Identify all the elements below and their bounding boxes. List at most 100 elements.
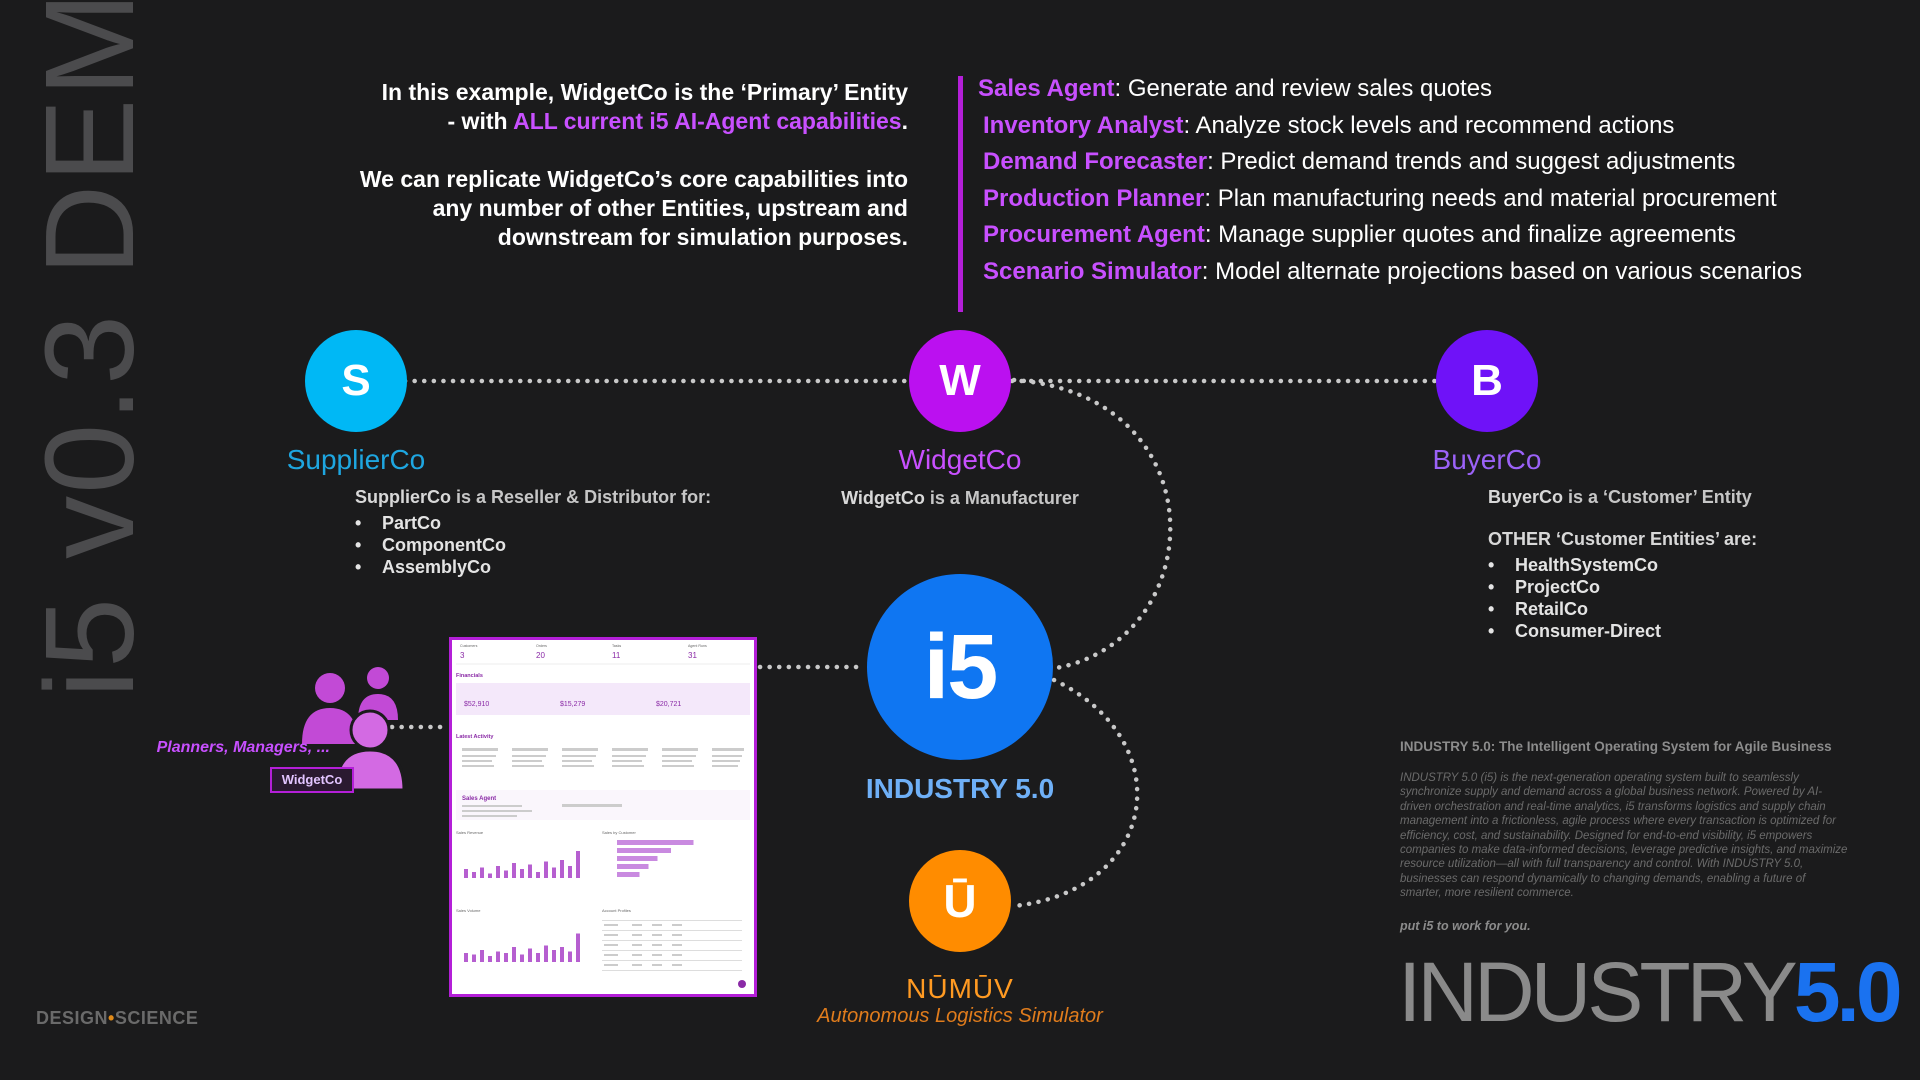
dash-bar (528, 864, 532, 878)
dash-bar (568, 866, 572, 878)
intro-text: In this example, WidgetCo is the ‘Primar… (348, 78, 908, 252)
dash-stat-label: Agent Runs (688, 644, 707, 648)
widget-node[interactable]: W (909, 330, 1011, 432)
dash-financial-value: $20,721 (656, 701, 681, 708)
info-body: INDUSTRY 5.0 (i5) is the next-generation… (1400, 772, 1848, 900)
info-title: INDUSTRY 5.0: The Intelligent Operating … (1400, 739, 1832, 754)
vertical-demo-title: i5 v0.3 DEMO (19, 0, 160, 698)
dash-bar (576, 851, 580, 878)
dash-stat-value: 11 (612, 651, 621, 660)
brand-part2: SCIENCE (114, 1008, 199, 1028)
agent-name: Scenario Simulator (983, 257, 1202, 285)
dash-bar (552, 867, 556, 878)
i5-label: INDUSTRY 5.0 (865, 773, 1055, 804)
info-tagline: put i5 to work for you. (1400, 919, 1531, 933)
dash-bar (617, 872, 640, 877)
agent-capabilities-list: Sales Agent: Generate and review sales q… (978, 71, 1918, 291)
dash-bar (480, 950, 484, 962)
dash-bar (560, 860, 564, 878)
agent-desc: : Generate and review sales quotes (1114, 75, 1493, 102)
dash-bar (520, 954, 524, 962)
list-item: ProjectCo (1488, 576, 1888, 598)
numuv-node[interactable]: Ū (909, 850, 1011, 952)
dash-bar (496, 951, 500, 962)
brand-dot: • (108, 1008, 115, 1028)
users-label: Planners, Managers, ... (156, 739, 330, 756)
dash-bar (488, 956, 492, 962)
industry-logo-number: 5.0 (1793, 945, 1903, 1039)
industry-logo-word: INDUSTRY (1398, 945, 1798, 1039)
dash-bar (512, 863, 516, 878)
dash-bar (617, 856, 658, 861)
dash-bar (520, 869, 524, 878)
dash-bar (576, 933, 580, 962)
agents-divider (958, 76, 963, 312)
supplier-desc-rest: is a Reseller & Distributor for: (451, 487, 712, 507)
users-entity-tag: WidgetCo (270, 767, 354, 793)
intro-line1: In this example, WidgetCo is the ‘Primar… (381, 79, 908, 105)
agent-name: Demand Forecaster (983, 148, 1208, 176)
agent-desc: : Plan manufacturing needs and material … (1204, 184, 1777, 212)
dash-bar (464, 953, 468, 962)
users-group-icon (302, 667, 406, 792)
supplier-name: SupplierCo (286, 444, 426, 475)
numuv-label: NŪMŪV (906, 973, 1014, 1004)
agent-name: Production Planner (983, 184, 1205, 212)
industry-logo: INDUSTRY5.0 (1398, 950, 1903, 1034)
agent-desc: : Manage supplier quotes and finalize ag… (1204, 221, 1736, 249)
brand-part1: DESIGN (36, 1008, 109, 1028)
widget-description: WidgetCo is a Manufacturer (760, 487, 1160, 509)
dash-chart2-bars (617, 840, 694, 877)
agent-name: Procurement Agent (983, 221, 1205, 249)
agent-item: Inventory Analyst: Analyze stock levels … (978, 108, 1918, 145)
list-item: HealthSystemCo (1488, 554, 1888, 576)
dash-agent-title: Sales Agent (462, 796, 496, 802)
intro-line2-prefix: - with (447, 108, 514, 134)
dash-bar (617, 864, 649, 869)
i5-hub-node[interactable]: i5 (867, 574, 1053, 760)
dash-bar (480, 867, 484, 878)
dash-bar (472, 954, 476, 962)
design-science-logo: DESIGN•SCIENCE (36, 1008, 198, 1029)
dash-financials-title: Financials (456, 673, 483, 679)
dash-chart2-title: Sales by Customer (602, 830, 636, 835)
dash-bar (544, 861, 548, 878)
agent-item: Sales Agent: Generate and review sales q… (978, 71, 1918, 108)
dash-activity-title: Latest Activity (456, 734, 494, 740)
dash-stat-label: Customers (460, 644, 478, 648)
dash-bar (536, 872, 540, 878)
dash-stat-value: 3 (460, 651, 465, 660)
buyer-node[interactable]: B (1436, 330, 1538, 432)
dash-bar (488, 873, 492, 878)
agent-desc: : Analyze stock levels and recommend act… (1183, 111, 1675, 139)
dash-table-title: Account Profiles (602, 908, 631, 913)
supplier-partner-list: PartCo ComponentCo AssemblyCo (355, 512, 755, 578)
dash-chart3-bars (464, 933, 580, 962)
agent-name: Sales Agent (978, 75, 1115, 102)
dash-bar (512, 947, 516, 962)
supplier-node[interactable]: S (305, 330, 407, 432)
buyer-desc-rest: is a ‘Customer’ Entity (1563, 487, 1752, 507)
list-item: PartCo (355, 512, 755, 534)
buyer-desc-bold: BuyerCo (1488, 487, 1564, 507)
dash-bar (504, 870, 508, 878)
agent-desc: : Model alternate projections based on v… (1201, 257, 1803, 285)
dash-bar (560, 947, 564, 962)
list-item: RetailCo (1488, 598, 1888, 620)
agent-item: Procurement Agent: Manage supplier quote… (978, 217, 1918, 254)
agent-item: Production Planner: Plan manufacturing n… (978, 181, 1918, 218)
dash-financial-value: $52,910 (464, 701, 489, 708)
dash-bar (568, 951, 572, 962)
widget-desc-bold: WidgetCo (841, 488, 925, 508)
list-item: Consumer-Direct (1488, 620, 1888, 642)
widget-name: WidgetCo (898, 444, 1022, 475)
dash-bar (617, 840, 694, 845)
intro-line2-suffix: . (901, 108, 908, 134)
agent-name: Inventory Analyst (983, 111, 1184, 139)
dash-bar (464, 869, 468, 878)
dash-bar (536, 953, 540, 962)
buyer-customer-list: HealthSystemCo ProjectCo RetailCo Consum… (1488, 554, 1888, 642)
dash-stat-value: 20 (536, 651, 545, 660)
dash-stat-label: Tasks (612, 644, 621, 648)
